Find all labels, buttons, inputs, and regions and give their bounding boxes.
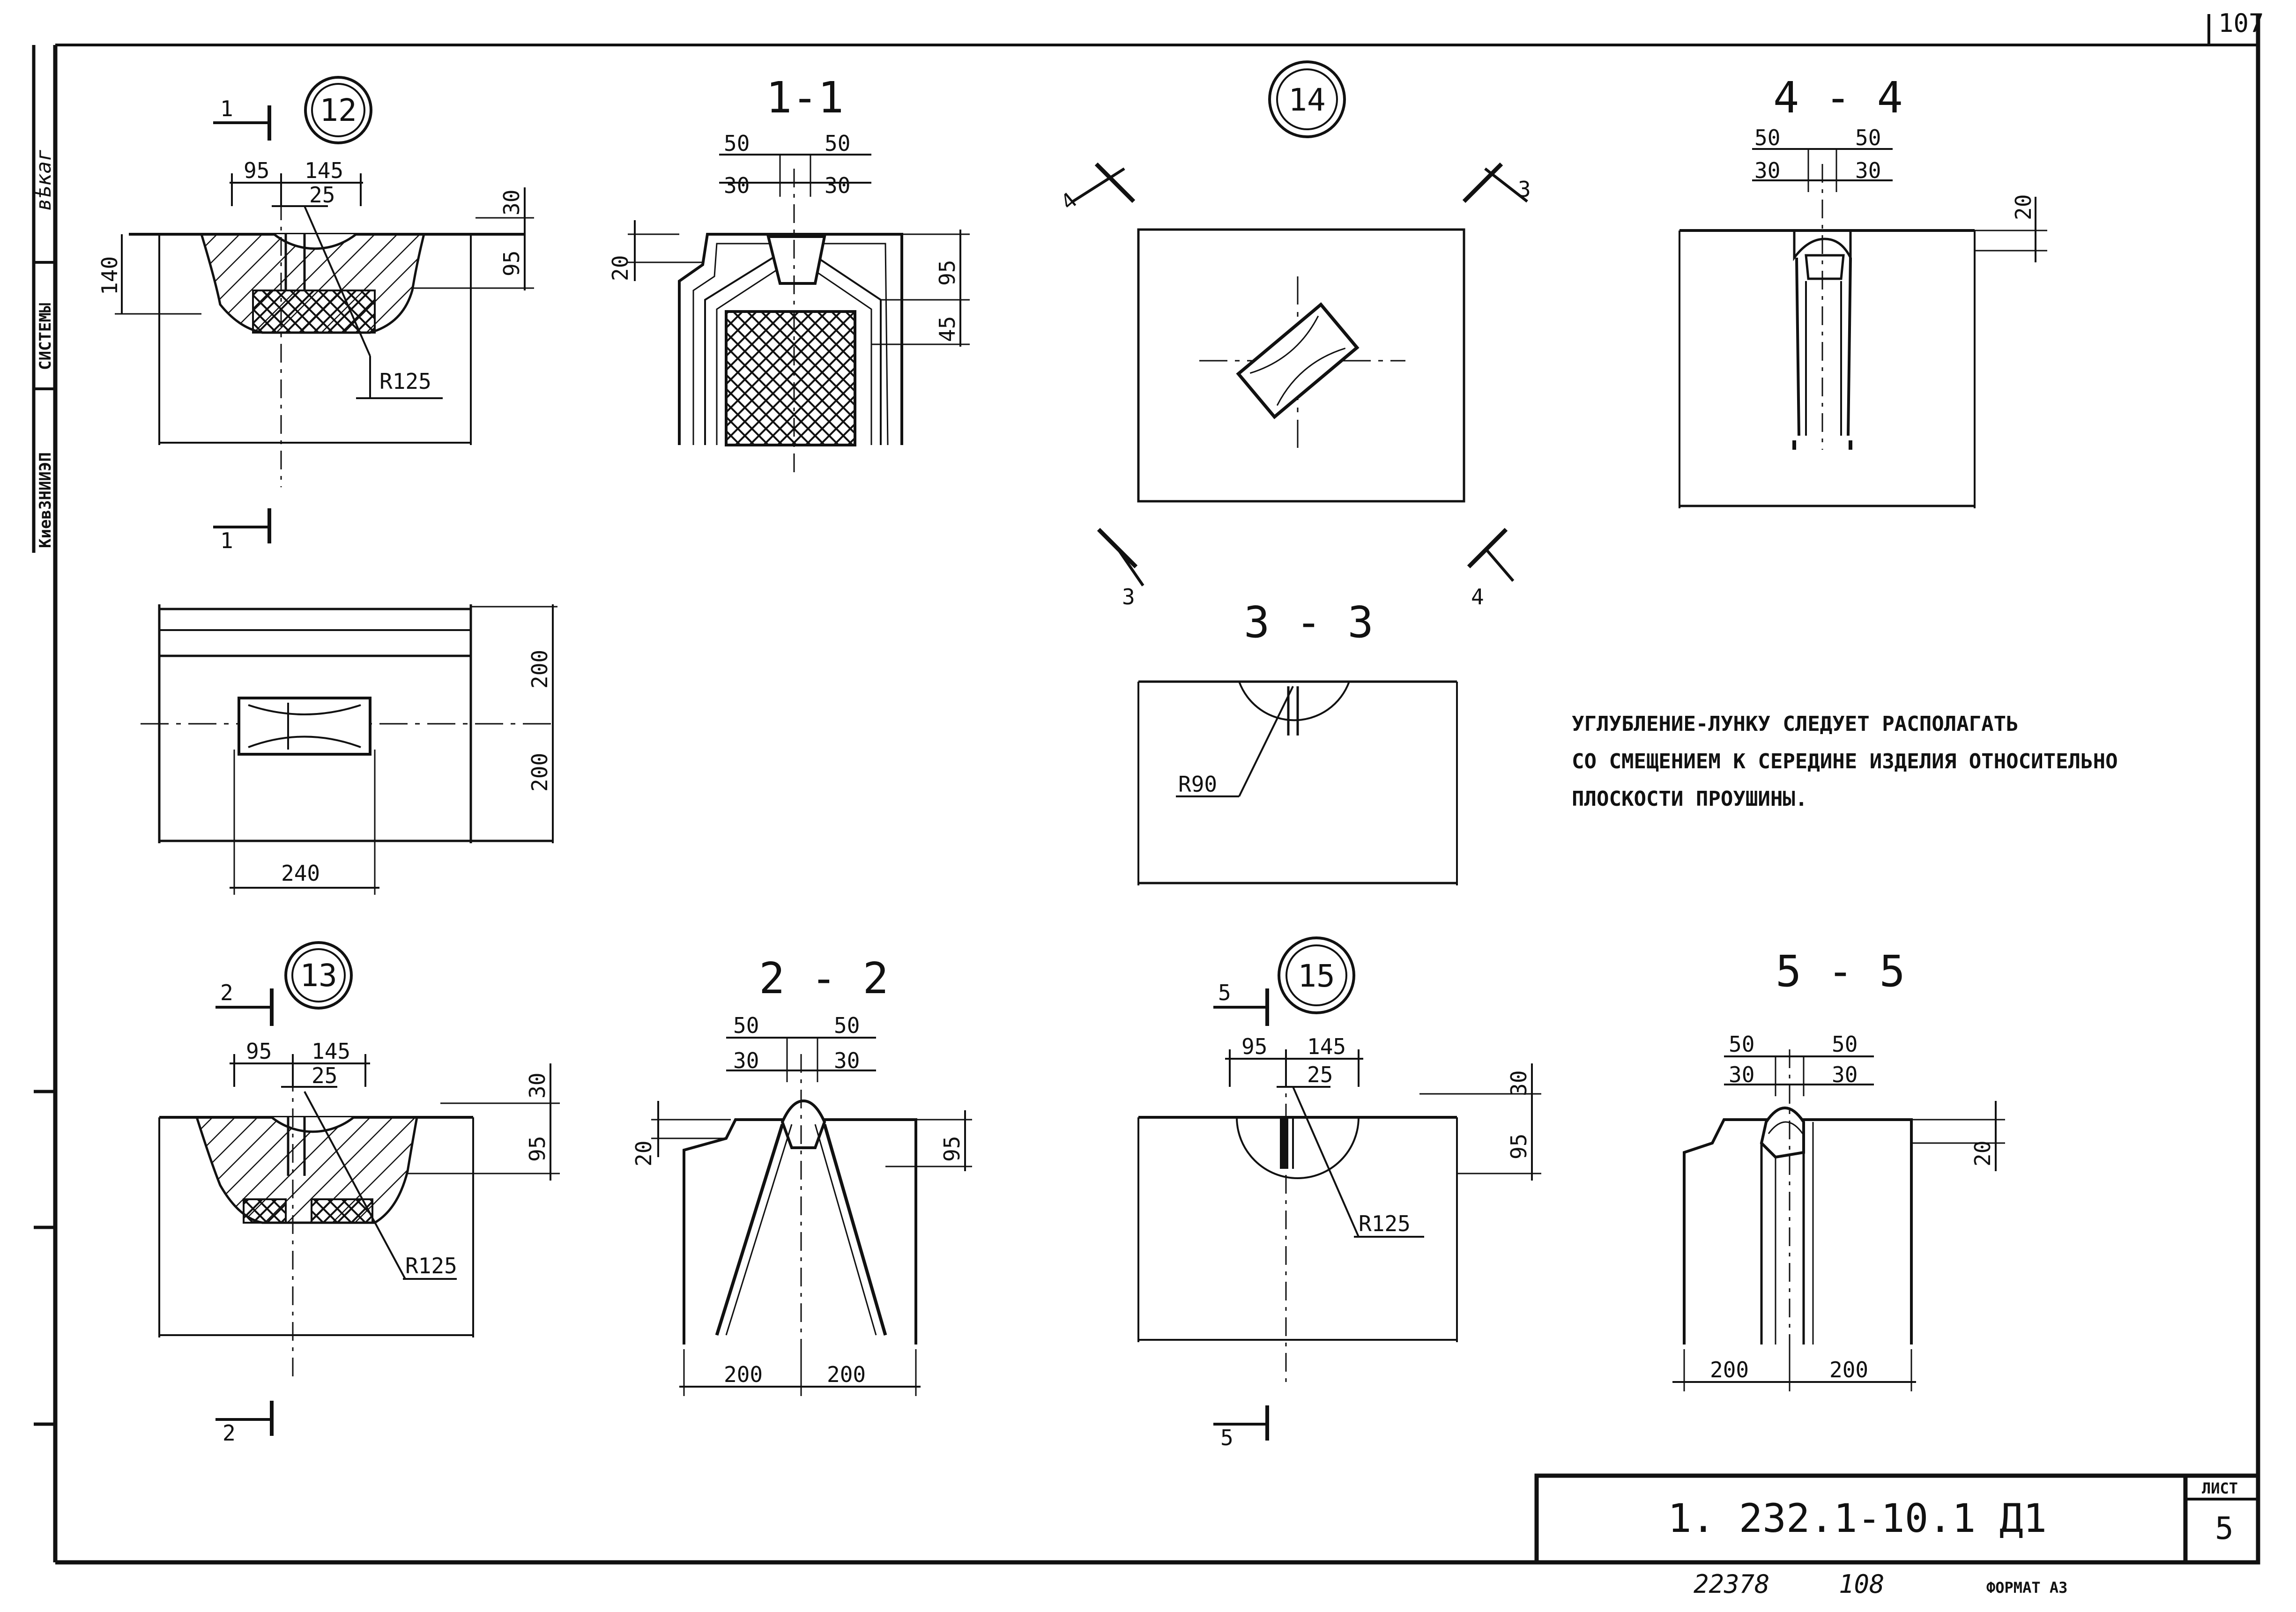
section-5-5-dim-outer-right: 50 xyxy=(1832,1032,1858,1057)
section-4-4-dim-inner-left: 30 xyxy=(1754,158,1780,183)
section-5-5: 5 - 5 50 50 30 30 20 200 200 xyxy=(1672,946,2005,1391)
section-5-5-title: 5 - 5 xyxy=(1776,946,1905,996)
detail-12-cut-top: 1 xyxy=(220,96,233,121)
section-2-2-title: 2 - 2 xyxy=(759,953,889,1003)
side-stamp-org: КиевЗНИИЭП xyxy=(36,452,55,548)
plan-dim-h1: 200 xyxy=(527,650,552,689)
detail-15-radius: R125 xyxy=(1359,1211,1411,1236)
side-stamp-signature: вѣкаг xyxy=(32,149,56,211)
note-line-2: СО СМЕЩЕНИЕМ К СЕРЕДИНЕ ИЗДЕЛИЯ ОТНОСИТЕ… xyxy=(1572,750,2118,773)
sheet-number: 5 xyxy=(2215,1510,2234,1546)
detail-13-dim-top: 30 xyxy=(525,1073,550,1099)
section-1-1: 1-1 50 50 30 30 20 95 45 xyxy=(608,73,970,473)
section-1-1-dim-inner-right: 30 xyxy=(825,173,850,198)
detail-12-dim-left: 95 xyxy=(244,158,269,183)
copy-number: 108 xyxy=(1839,1569,1885,1599)
inventory-number: 22378 xyxy=(1694,1569,1770,1599)
section-2-2-dim-outer-left: 50 xyxy=(733,1013,759,1038)
detail-15-dim-center: 25 xyxy=(1307,1062,1333,1087)
detail-15-dim-top: 30 xyxy=(1506,1070,1531,1096)
section-2-2-dim-95: 95 xyxy=(939,1136,965,1162)
detail-12-dim-right: 145 xyxy=(305,158,343,183)
section-4-4-title: 4 - 4 xyxy=(1773,73,1903,123)
detail-12-cut-bottom: 1 xyxy=(220,528,233,553)
detail-15-callout: 15 xyxy=(1298,958,1335,994)
section-2-2-dim-w2: 200 xyxy=(827,1362,866,1387)
section-1-1-dim-45: 45 xyxy=(935,316,960,342)
section-2-2: 2 - 2 50 50 30 30 20 95 200 200 xyxy=(631,953,972,1396)
detail-13-dim-right: 145 xyxy=(312,1039,350,1064)
section-2-2-dim-outer-right: 50 xyxy=(834,1013,860,1038)
detail-12-dim-mid: 95 xyxy=(499,251,524,276)
general-note: УГЛУБЛЕНИЕ-ЛУНКУ СЛЕДУЕТ РАСПОЛАГАТЬ СО … xyxy=(1572,712,2118,811)
section-4-4: 4 - 4 50 50 30 30 20 xyxy=(1679,73,2047,508)
side-stamp-systems: СИСТЕМЫ xyxy=(36,303,55,370)
section-5-5-dim-top: 20 xyxy=(1970,1141,1995,1166)
detail-13-cut-top: 2 xyxy=(220,980,233,1005)
plan-dim-width: 240 xyxy=(281,861,320,886)
section-4-4-dim-outer-left: 50 xyxy=(1754,125,1780,150)
section-5-5-dim-outer-left: 50 xyxy=(1729,1032,1754,1057)
detail-12-dim-center: 25 xyxy=(309,182,335,208)
section-3-3: 3 - 3 R90 xyxy=(1137,597,1458,885)
drawing-designation: 1. 232.1-10.1 Д1 xyxy=(1668,1495,2047,1541)
detail-15: 15 5 5 R125 95 145 25 30 95 xyxy=(1137,936,1541,1450)
detail-14-cut-b-bottom: 3 xyxy=(1122,584,1135,609)
plan-dim-h2: 200 xyxy=(527,753,552,792)
section-2-2-dim-top: 20 xyxy=(631,1141,656,1166)
section-1-1-dim-outer-right: 50 xyxy=(825,131,850,156)
format-label: ФОРМАТ А3 xyxy=(1986,1579,2067,1597)
detail-13-cut-bottom: 2 xyxy=(223,1420,236,1446)
detail-13-callout: 13 xyxy=(300,958,337,994)
section-4-4-dim-outer-right: 50 xyxy=(1855,125,1881,150)
detail-15-dim-left: 95 xyxy=(1241,1034,1267,1059)
sheet-label: ЛИСТ xyxy=(2202,1479,2238,1497)
note-line-3: ПЛОСКОСТИ ПРОУШИНЫ. xyxy=(1572,787,1807,811)
detail-14-cut-a-bottom: 4 xyxy=(1471,584,1484,609)
section-5-5-dim-inner-left: 30 xyxy=(1729,1062,1754,1087)
section-1-1-dim-95: 95 xyxy=(935,260,960,286)
detail-12: 12 1 1 R125 95 145 25 140 xyxy=(97,76,534,553)
corner-sheet-number: 107 xyxy=(2218,8,2264,38)
section-1-1-dim-outer-left: 50 xyxy=(724,131,750,156)
detail-15-cut-bottom: 5 xyxy=(1220,1425,1233,1450)
detail-14-callout: 14 xyxy=(1288,82,1325,118)
note-line-1: УГЛУБЛЕНИЕ-ЛУНКУ СЛЕДУЕТ РАСПОЛАГАТЬ xyxy=(1572,712,2019,736)
detail-14-cut-b-top: 3 xyxy=(1518,177,1531,202)
section-5-5-dim-inner-right: 30 xyxy=(1832,1062,1858,1087)
detail-15-dim-right: 145 xyxy=(1307,1034,1346,1059)
detail-12-dim-top: 30 xyxy=(499,190,524,215)
section-2-2-dim-inner-right: 30 xyxy=(834,1048,860,1073)
detail-12-callout: 12 xyxy=(320,92,357,128)
detail-13-dim-center: 25 xyxy=(312,1063,337,1088)
section-1-1-dim-inner-left: 30 xyxy=(724,173,750,198)
section-3-3-title: 3 - 3 xyxy=(1244,597,1374,647)
detail-13-dim-mid: 95 xyxy=(525,1136,550,1162)
detail-13-dim-left: 95 xyxy=(246,1039,272,1064)
detail-15-cut-top: 5 xyxy=(1218,980,1231,1005)
section-4-4-dim-top: 20 xyxy=(2011,194,2036,220)
detail-13-radius: R125 xyxy=(405,1253,457,1278)
section-5-5-dim-w1: 200 xyxy=(1710,1357,1749,1382)
detail-12-dim-depth: 140 xyxy=(97,256,122,295)
detail-12-radius: R125 xyxy=(379,369,431,394)
section-4-4-dim-inner-right: 30 xyxy=(1855,158,1881,183)
section-3-3-radius: R90 xyxy=(1178,772,1217,797)
section-1-1-dim-top: 20 xyxy=(608,255,633,281)
detail-14-cut-a-top: 4 xyxy=(1055,187,1082,215)
section-2-2-dim-w1: 200 xyxy=(724,1362,763,1387)
section-5-5-dim-w2: 200 xyxy=(1829,1357,1868,1382)
detail-13: 13 2 2 R125 95 145 25 30 95 xyxy=(158,941,560,1446)
section-2-2-dim-inner-left: 30 xyxy=(733,1048,759,1073)
detail-14: 14 4 3 3 4 xyxy=(1055,60,1531,609)
section-1-1-title: 1-1 xyxy=(766,73,844,123)
title-block: 1. 232.1-10.1 Д1 ЛИСТ 5 xyxy=(1534,1473,2260,1565)
detail-15-dim-mid: 95 xyxy=(1506,1134,1531,1159)
detail-12-plan: 200 200 240 xyxy=(141,604,557,895)
